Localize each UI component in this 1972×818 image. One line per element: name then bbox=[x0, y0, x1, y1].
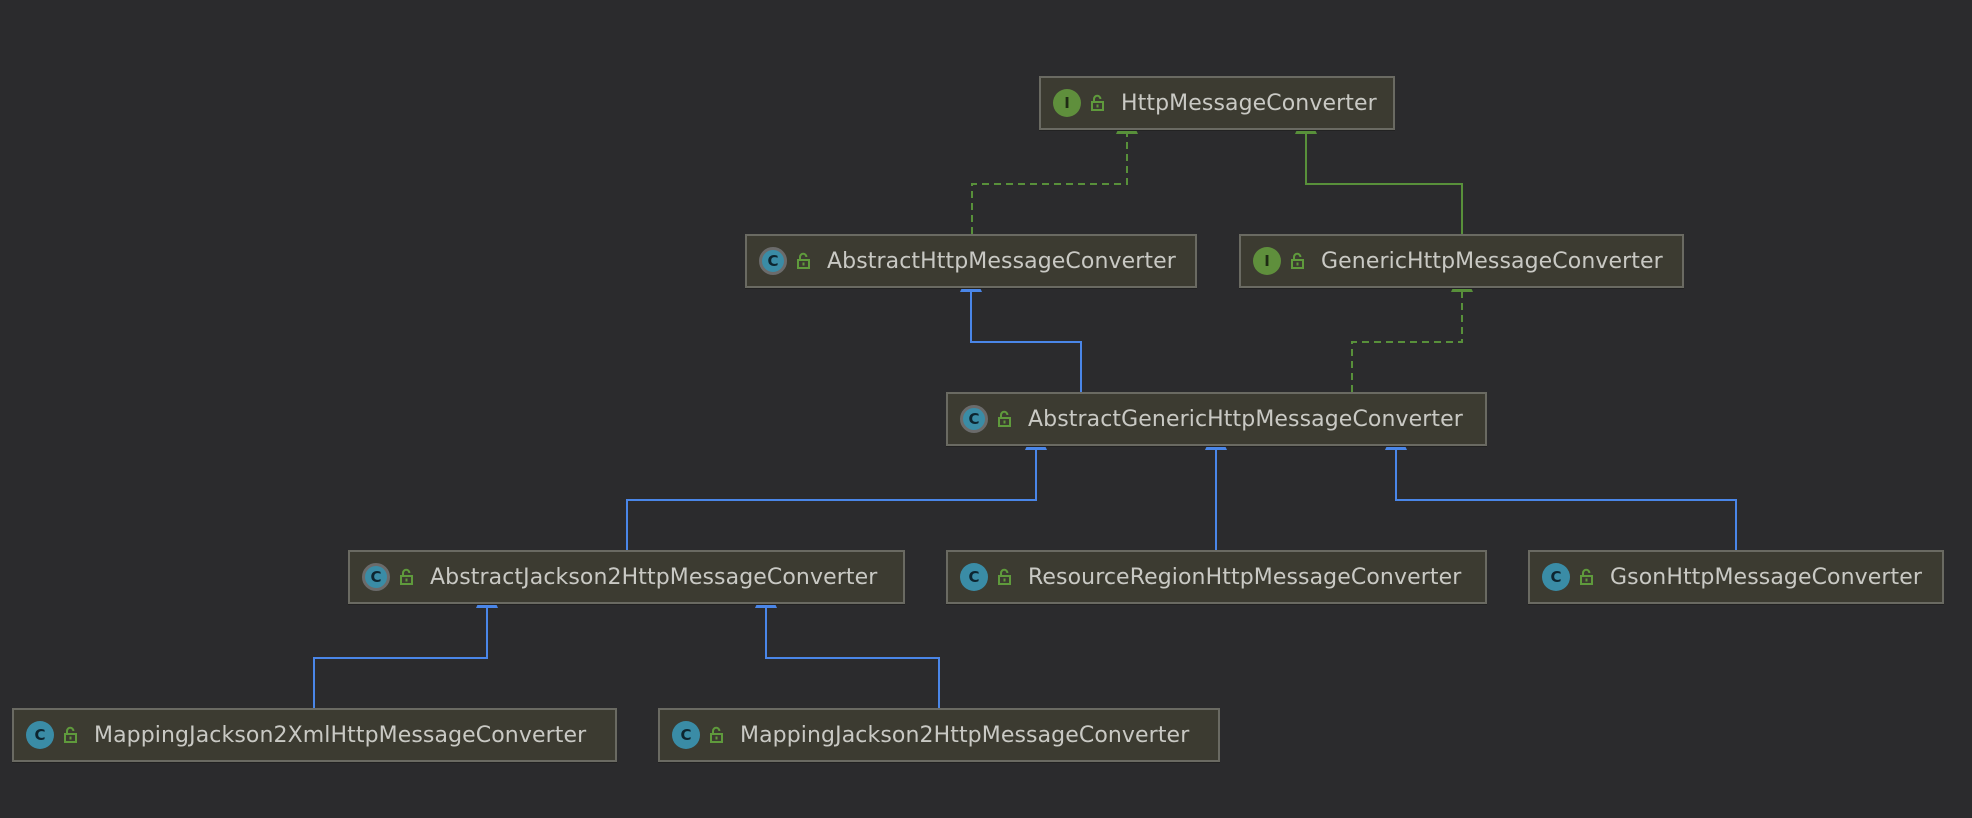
node-label: HttpMessageConverter bbox=[1121, 90, 1377, 116]
node-abstract-generic-http-message-converter[interactable]: C AbstractGenericHttpMessageConverter bbox=[946, 392, 1487, 446]
public-visibility-icon bbox=[998, 410, 1011, 427]
node-label: AbstractJackson2HttpMessageConverter bbox=[430, 564, 878, 590]
class-icon: C bbox=[960, 563, 988, 591]
node-label: MappingJackson2XmlHttpMessageConverter bbox=[94, 722, 587, 748]
edge-abstract-generic-http-message-converter-to-generic-http-message-converter bbox=[1351, 292, 1463, 392]
node-mapping-jackson2-http-message-converter[interactable]: C MappingJackson2HttpMessageConverter bbox=[658, 708, 1220, 762]
node-label: MappingJackson2HttpMessageConverter bbox=[740, 722, 1190, 748]
edge-abstract-jackson2-http-message-converter-to-abstract-generic-http-message-converter bbox=[626, 450, 1037, 550]
edge-mapping-jackson2-xml-http-message-converter-to-abstract-jackson2-http-message-converter bbox=[313, 608, 488, 708]
node-abstract-http-message-converter[interactable]: C AbstractHttpMessageConverter bbox=[745, 234, 1197, 288]
edge-gson-http-message-converter-to-abstract-generic-http-message-converter bbox=[1395, 450, 1737, 550]
interface-icon: I bbox=[1053, 89, 1081, 117]
node-gson-http-message-converter[interactable]: C GsonHttpMessageConverter bbox=[1528, 550, 1944, 604]
node-resource-region-http-message-converter[interactable]: C ResourceRegionHttpMessageConverter bbox=[946, 550, 1487, 604]
public-visibility-icon bbox=[998, 568, 1011, 585]
node-abstract-jackson2-http-message-converter[interactable]: C AbstractJackson2HttpMessageConverter bbox=[348, 550, 905, 604]
node-mapping-jackson2-xml-http-message-converter[interactable]: C MappingJackson2XmlHttpMessageConverter bbox=[12, 708, 617, 762]
interface-icon: I bbox=[1253, 247, 1281, 275]
node-label: GenericHttpMessageConverter bbox=[1321, 248, 1663, 274]
node-label: AbstractHttpMessageConverter bbox=[827, 248, 1176, 274]
class-icon: C bbox=[672, 721, 700, 749]
public-visibility-icon bbox=[1580, 568, 1593, 585]
class-icon: C bbox=[26, 721, 54, 749]
node-http-message-converter[interactable]: I HttpMessageConverter bbox=[1039, 76, 1395, 130]
edge-abstract-generic-http-message-converter-to-abstract-http-message-converter bbox=[970, 292, 1082, 392]
node-label: ResourceRegionHttpMessageConverter bbox=[1028, 564, 1462, 590]
public-visibility-icon bbox=[64, 726, 77, 743]
edge-abstract-http-message-converter-to-http-message-converter bbox=[971, 134, 1128, 234]
abstract-class-icon: C bbox=[362, 563, 390, 591]
public-visibility-icon bbox=[400, 568, 413, 585]
public-visibility-icon bbox=[797, 252, 810, 269]
edge-generic-http-message-converter-to-http-message-converter bbox=[1305, 134, 1463, 234]
edge-mapping-jackson2-http-message-converter-to-abstract-jackson2-http-message-converter bbox=[765, 608, 940, 708]
node-generic-http-message-converter[interactable]: I GenericHttpMessageConverter bbox=[1239, 234, 1684, 288]
node-label: AbstractGenericHttpMessageConverter bbox=[1028, 406, 1463, 432]
public-visibility-icon bbox=[1091, 94, 1104, 111]
public-visibility-icon bbox=[710, 726, 723, 743]
node-label: GsonHttpMessageConverter bbox=[1610, 564, 1923, 590]
abstract-class-icon: C bbox=[759, 247, 787, 275]
public-visibility-icon bbox=[1291, 252, 1304, 269]
class-icon: C bbox=[1542, 563, 1570, 591]
abstract-class-icon: C bbox=[960, 405, 988, 433]
